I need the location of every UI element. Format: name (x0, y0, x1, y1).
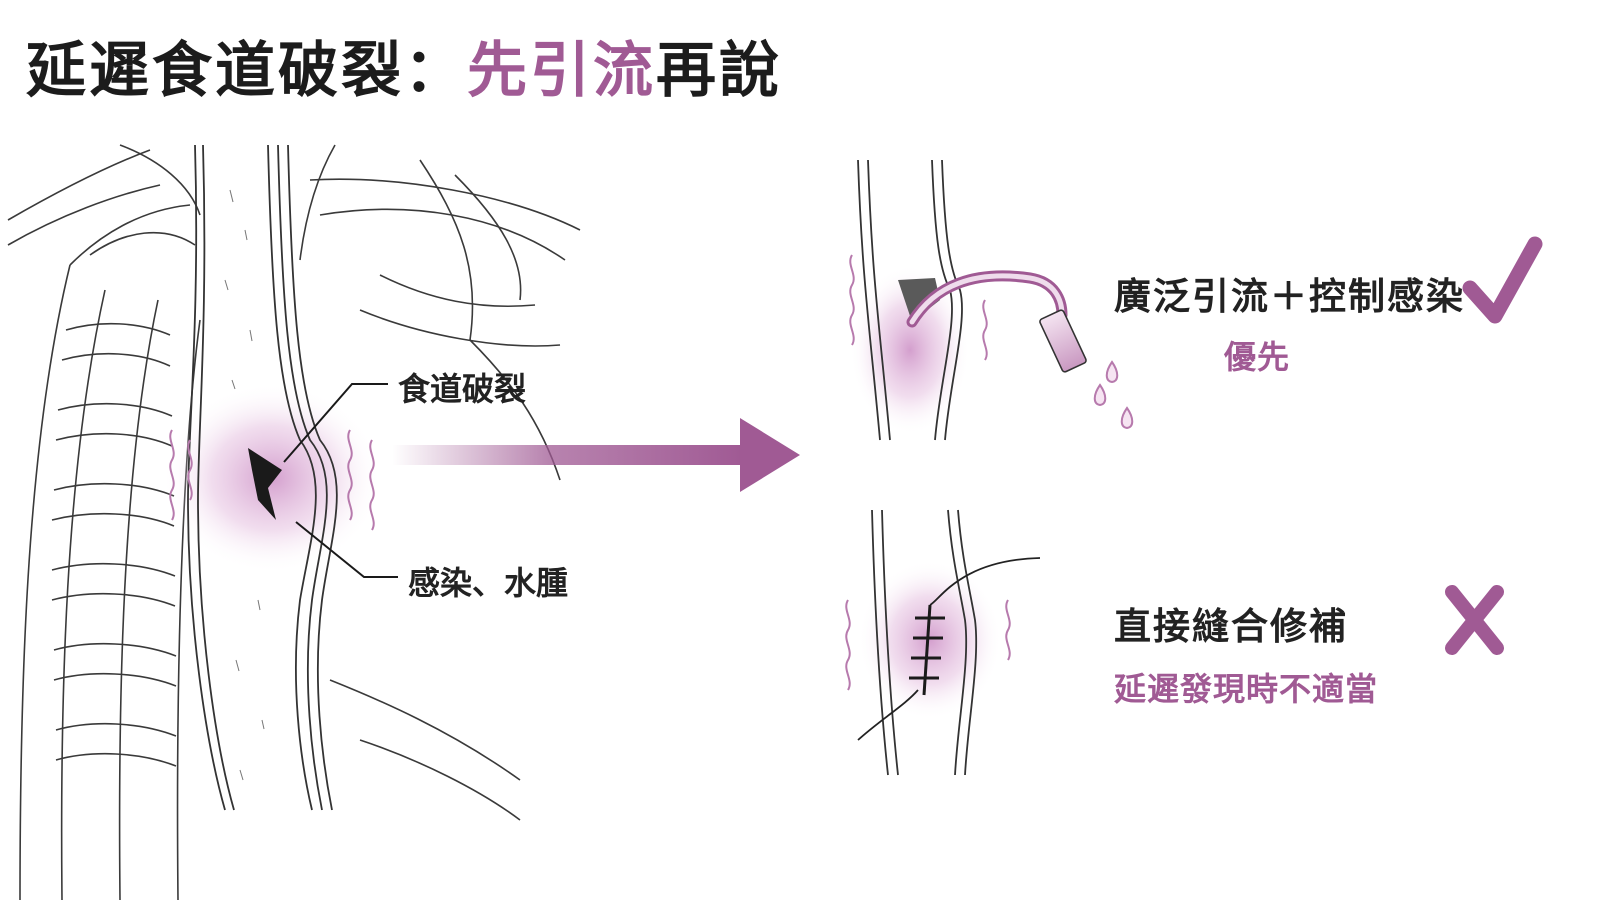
callout-rupture: 食道破裂 (398, 370, 527, 408)
esophagus-suture (871, 509, 978, 776)
esophagus-texture (224, 189, 265, 781)
drainage-panel (849, 159, 1134, 441)
swelling-marks-main (169, 429, 375, 531)
page-title: 延遲食道破裂：先引流再說 (26, 22, 782, 109)
option-suture-title: 直接縫合修補 (1114, 605, 1348, 648)
option-drainage-title: 廣泛引流＋控制感染 (1114, 275, 1465, 318)
callout-lines (283, 383, 398, 578)
esophagus-main (187, 144, 338, 811)
swelling-marks-suture (845, 599, 1011, 691)
title-prefix: 延遲食道破裂： (26, 36, 467, 106)
option-drainage-subtitle: 優先 (1224, 338, 1291, 376)
rupture-site (898, 278, 940, 322)
callout-infection: 感染、水腫 (408, 564, 569, 602)
drain-tube-tip (1039, 309, 1087, 373)
check-icon (1462, 236, 1543, 324)
inflamed-area-suture (858, 560, 1002, 720)
suture-panel (845, 509, 1041, 776)
title-emphasis: 先引流 (467, 36, 656, 106)
rupture-tear (248, 448, 282, 520)
vertebra-lines (51, 322, 177, 767)
inflamed-area-drainage (850, 265, 970, 435)
title-suffix: 再說 (656, 36, 782, 106)
option-suture-subtitle: 延遲發現時不適當 (1114, 670, 1379, 708)
sutures (909, 604, 945, 696)
fluid-drops (1093, 360, 1134, 430)
suture-thread (929, 557, 1041, 606)
cross-icon (1445, 585, 1504, 655)
transition-arrow (392, 418, 800, 492)
swelling-marks-drainage (849, 254, 988, 361)
